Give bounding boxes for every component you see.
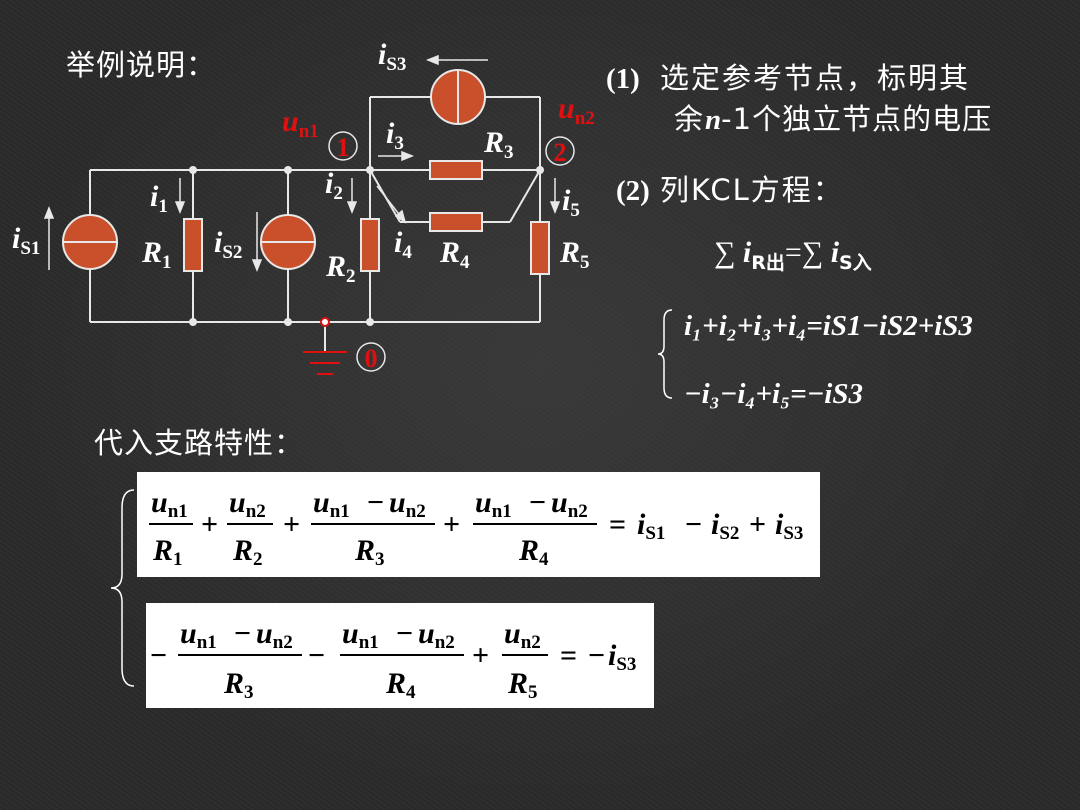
step-2: (2) 列KCL方程： xyxy=(616,170,844,211)
label-r2: R2 xyxy=(325,250,356,287)
substitute-heading: 代入支路特性： xyxy=(94,426,305,460)
svg-text:−: − xyxy=(150,639,167,672)
svg-text:R4: R4 xyxy=(518,534,549,570)
nodal-equation-1: un1 R1 + un2 R2 + un1 − un2 R3 + un1 − u… xyxy=(137,472,820,577)
node-voltage-un1: un1 xyxy=(282,105,319,142)
label-i4: i4 xyxy=(394,226,412,263)
label-i2: i2 xyxy=(325,167,343,204)
svg-text:+: + xyxy=(472,639,489,672)
svg-text:un1: un1 xyxy=(151,486,188,522)
svg-text:R5: R5 xyxy=(507,667,538,703)
node-voltage-un2: un2 xyxy=(558,92,595,129)
step-1-number: (1) xyxy=(606,63,640,95)
node-label-2: 2 xyxy=(545,136,575,167)
label-r4: R4 xyxy=(439,236,470,273)
svg-text:−: − xyxy=(396,617,413,650)
label-r3: R3 xyxy=(483,126,514,163)
svg-text:1: 1 xyxy=(337,133,350,162)
svg-text:R1: R1 xyxy=(152,534,183,570)
svg-text:2: 2 xyxy=(554,138,567,167)
svg-text:+: + xyxy=(749,508,766,541)
svg-text:R4: R4 xyxy=(385,667,416,703)
resistor-r2 xyxy=(360,218,380,272)
kcl-equation-2: −i₃−i₄+i₅=−iS3 xyxy=(684,378,863,410)
current-arrows xyxy=(43,54,561,273)
svg-text:R2: R2 xyxy=(232,534,263,570)
svg-text:iS3: iS3 xyxy=(775,508,803,544)
label-i5: i5 xyxy=(562,184,580,221)
svg-text:+: + xyxy=(443,508,460,541)
label-is1: iS1 xyxy=(12,222,40,259)
kcl-brace xyxy=(657,309,673,399)
kcl-equation-1: i₁+i₂+i₃+i₄=iS1−iS2+iS3 xyxy=(684,310,973,342)
svg-text:+: + xyxy=(201,508,218,541)
node-label-1: 1 xyxy=(328,131,358,162)
svg-text:−: − xyxy=(685,508,702,541)
svg-text:0: 0 xyxy=(365,344,378,373)
nodal-brace xyxy=(110,489,135,687)
svg-text:iS2: iS2 xyxy=(711,508,739,544)
step-1: (1) 选定参考节点，标明其 余n-1个独立节点的电压 xyxy=(606,61,993,136)
svg-text:un2: un2 xyxy=(256,617,293,653)
step-1-line1: 选定参考节点，标明其 xyxy=(660,61,971,95)
kcl-rule: ∑ iR出=∑ iS入 xyxy=(714,236,872,274)
junction-dots xyxy=(189,166,544,326)
label-r5: R5 xyxy=(559,236,590,273)
step-2-text: 列KCL方程： xyxy=(659,173,844,207)
svg-text:un2: un2 xyxy=(229,486,266,522)
svg-text:un2: un2 xyxy=(551,486,588,522)
node-label-0: 0 xyxy=(356,342,386,373)
resistor-r3 xyxy=(429,160,483,180)
svg-text:un1: un1 xyxy=(180,617,217,653)
current-source-is2 xyxy=(260,214,316,270)
svg-text:R3: R3 xyxy=(354,534,385,570)
current-source-is1 xyxy=(62,214,118,270)
svg-text:iS3: iS3 xyxy=(608,639,636,675)
label-i3: i3 xyxy=(386,117,404,154)
svg-text:un2: un2 xyxy=(418,617,455,653)
svg-text:+: + xyxy=(283,508,300,541)
svg-text:−: − xyxy=(308,639,325,672)
svg-text:−: − xyxy=(234,617,251,650)
step-2-number: (2) xyxy=(616,175,650,207)
resistor-r1 xyxy=(183,218,203,272)
svg-text:=: = xyxy=(609,508,626,541)
svg-text:R3: R3 xyxy=(223,667,254,703)
resistor-r4 xyxy=(429,212,483,232)
label-is3: iS3 xyxy=(378,38,406,75)
ground-node-dot xyxy=(320,317,330,327)
svg-text:un2: un2 xyxy=(504,617,541,653)
nodal-equation-2: − un1 − un2 R3 − un1 − un2 R4 + un2 R5 =… xyxy=(146,603,654,708)
svg-text:un1: un1 xyxy=(342,617,379,653)
svg-text:−: − xyxy=(529,486,546,519)
svg-text:un1: un1 xyxy=(313,486,350,522)
svg-text:iS1: iS1 xyxy=(637,508,665,544)
label-is2: iS2 xyxy=(214,226,242,263)
example-heading: 举例说明： xyxy=(66,48,217,82)
current-source-is3 xyxy=(430,69,486,125)
svg-text:un1: un1 xyxy=(475,486,512,522)
circuit-diagram: 1 2 0 un1 un2 iS3 i3 i2 i4 i5 i1 iS1 iS2… xyxy=(12,38,595,375)
label-r1: R1 xyxy=(141,236,172,273)
svg-text:−: − xyxy=(588,639,605,672)
resistor-r5 xyxy=(530,221,550,275)
label-i1: i1 xyxy=(150,180,168,217)
svg-text:=: = xyxy=(560,639,577,672)
svg-text:un2: un2 xyxy=(389,486,426,522)
svg-text:−: − xyxy=(367,486,384,519)
